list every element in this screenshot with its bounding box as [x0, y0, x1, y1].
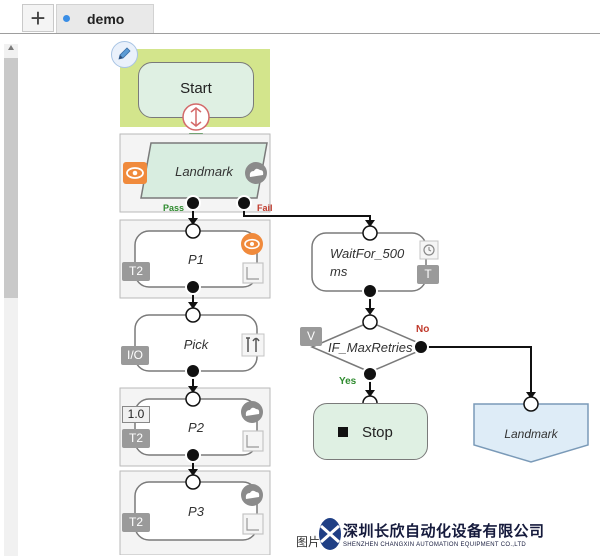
corner-icon[interactable] — [242, 430, 264, 452]
tab-status-dot — [63, 15, 70, 22]
corner-icon[interactable] — [242, 513, 264, 535]
waitfor-node[interactable] — [311, 232, 427, 292]
landmark-end-label: Landmark — [504, 427, 558, 441]
tool-tag[interactable]: T2 — [122, 429, 150, 448]
figure-caption: 图片 — [296, 535, 321, 549]
tools-icon[interactable] — [241, 333, 265, 357]
output-ports[interactable] — [185, 195, 429, 463]
scroll-up-icon[interactable] — [7, 44, 15, 52]
add-tab-button[interactable]: + — [22, 4, 54, 32]
cloud-icon[interactable] — [241, 401, 263, 423]
edit-icon[interactable] — [111, 41, 138, 68]
p2-node-label: P2 — [188, 420, 204, 435]
eye-icon[interactable] — [241, 233, 263, 255]
stop-node-label: Stop — [362, 424, 393, 441]
speed-tag[interactable]: 1.0 — [122, 406, 150, 423]
tool-tag[interactable]: T2 — [122, 513, 150, 532]
company-name-en: SHENZHEN CHANGXIN AUTOMATION EQUIPMENT C… — [343, 542, 527, 548]
no-label: No — [416, 324, 430, 335]
p1-node-label: P1 — [188, 252, 204, 267]
company-name: 深圳长欣自动化设备有限公司 — [343, 523, 545, 540]
flow-canvas[interactable] — [0, 33, 600, 555]
timer-icon[interactable] — [419, 240, 439, 260]
cloud-icon[interactable] — [241, 484, 263, 506]
stop-icon — [338, 427, 348, 437]
p3-node-label: P3 — [188, 504, 204, 519]
waitfor-label-line1: WaitFor_500 — [330, 246, 405, 261]
eye-icon[interactable] — [123, 162, 147, 184]
company-logo-icon — [319, 518, 341, 550]
waitfor-label-line2: ms — [330, 264, 348, 279]
plus-icon: + — [30, 3, 46, 33]
landmark-node-label: Landmark — [175, 164, 233, 179]
timer-tag[interactable]: T — [417, 265, 439, 284]
connector-arrowheads — [188, 218, 536, 476]
pick-node-label: Pick — [183, 337, 209, 352]
tab-label: demo — [87, 11, 125, 27]
pass-label: Pass — [163, 203, 185, 213]
start-output-connector[interactable] — [182, 103, 210, 131]
corner-icon[interactable] — [242, 262, 264, 284]
start-node-label: Start — [180, 80, 212, 97]
cloud-icon[interactable] — [245, 162, 267, 184]
stop-node[interactable] — [313, 403, 428, 460]
variable-tag[interactable]: V — [300, 327, 322, 346]
if-node-label: IF_MaxRetries — [328, 340, 413, 355]
io-tag[interactable]: I/O — [121, 346, 149, 365]
tab-demo[interactable]: demo — [56, 4, 154, 34]
tool-tag[interactable]: T2 — [122, 262, 150, 281]
yes-label: Yes — [339, 376, 357, 387]
scrollbar-thumb[interactable] — [4, 58, 18, 298]
input-ports[interactable] — [185, 223, 539, 490]
landmark-end-node[interactable] — [473, 403, 589, 463]
fail-label: Fail — [257, 203, 273, 213]
